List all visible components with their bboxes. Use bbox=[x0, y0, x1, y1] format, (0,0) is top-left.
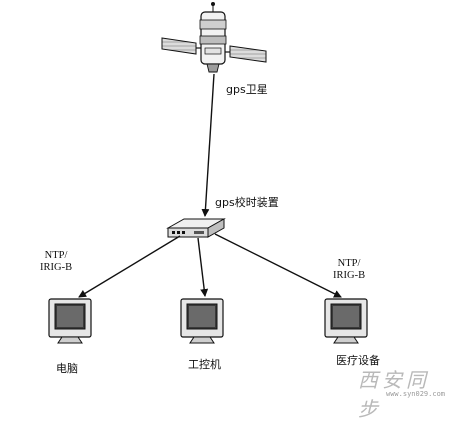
satellite-label: gps卫星 bbox=[226, 83, 268, 96]
satellite-link-line bbox=[201, 73, 215, 217]
right-protocol-label: NTP/ IRIG-B bbox=[333, 258, 365, 282]
right-protocol-line2: IRIG-B bbox=[333, 270, 366, 281]
left-protocol-label: NTP/ IRIG-B bbox=[40, 250, 72, 274]
timing-device-label: gps校时装置 bbox=[215, 196, 279, 209]
timing-device-icon bbox=[166, 218, 226, 238]
medical-device-monitor-icon bbox=[324, 298, 368, 344]
watermark-url: www.syn029.com bbox=[386, 390, 446, 398]
link-to-medical-device bbox=[214, 233, 342, 298]
right-protocol-line1: NTP/ bbox=[337, 258, 361, 269]
industrial-pc-monitor-icon bbox=[180, 298, 224, 344]
left-protocol-line2: IRIG-B bbox=[40, 262, 73, 273]
industrial-pc-label: 工控机 bbox=[188, 358, 221, 371]
diagram-canvas: gps卫星 gps校时装置 NTP/ IRIG-B NTP/ IRIG-B 电脑… bbox=[40, 2, 446, 421]
link-to-industrial-pc bbox=[197, 237, 209, 297]
computer-monitor-icon bbox=[48, 298, 92, 344]
computer-label: 电脑 bbox=[56, 362, 78, 375]
network-diagram bbox=[48, 2, 368, 344]
link-to-computer bbox=[78, 235, 181, 298]
left-protocol-line1: NTP/ bbox=[44, 250, 68, 261]
medical-device-label: 医疗设备 bbox=[336, 354, 380, 367]
satellite-icon bbox=[161, 2, 267, 73]
